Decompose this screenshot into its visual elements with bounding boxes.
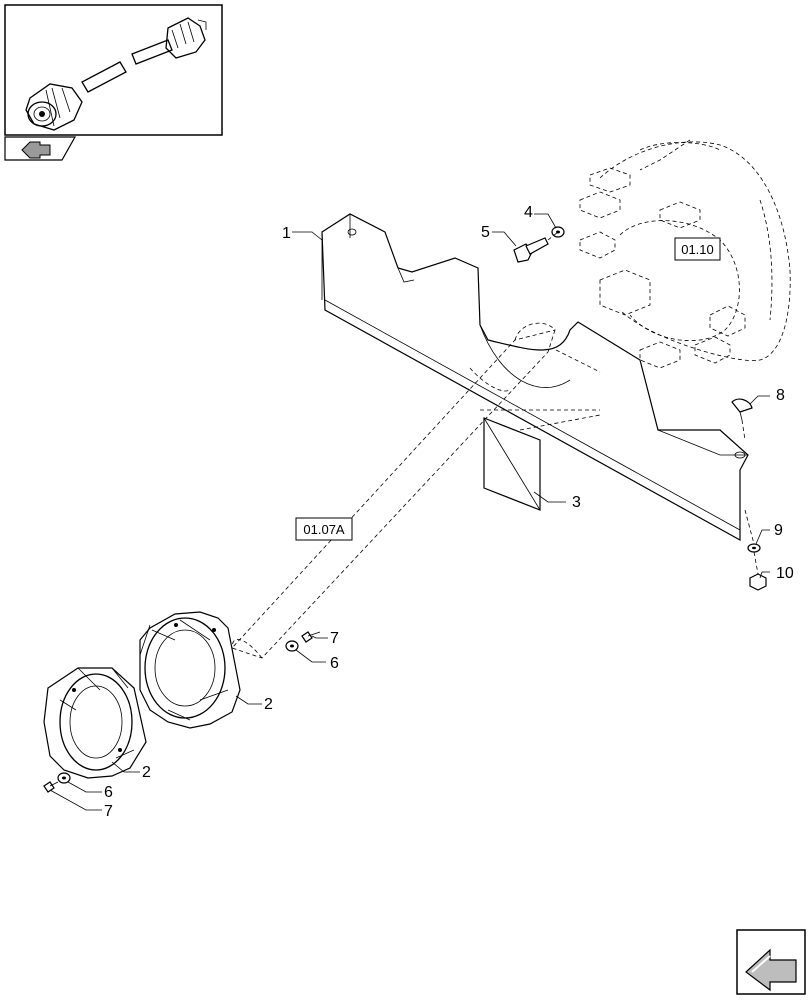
decal-part-3 (483, 417, 541, 511)
hub-flange-assembly (579, 139, 791, 369)
reference-box-0110[interactable]: 01.10 (674, 237, 721, 261)
callout-2-upper: 2 (264, 696, 273, 713)
callout-7-lower: 7 (104, 803, 113, 820)
nut-part-10 (749, 551, 767, 591)
callout-6-lower: 6 (104, 784, 113, 801)
washer-part-6-lower (57, 772, 71, 784)
drive-shaft-tube (231, 322, 601, 659)
shield-plate-part-1 (321, 213, 749, 542)
leader-lines (49, 213, 770, 811)
callout-9: 9 (774, 522, 783, 539)
callout-5: 5 (481, 224, 490, 241)
callout-3: 3 (572, 494, 581, 511)
driveshaft-thumbnail-icon (25, 17, 207, 131)
callout-8: 8 (776, 387, 785, 404)
prev-page-arrow-icon[interactable] (4, 136, 77, 161)
callout-6-upper: 6 (330, 655, 339, 672)
bolt-part-5 (513, 231, 559, 263)
callout-2-lower: 2 (142, 764, 151, 781)
screw-part-7-lower (43, 781, 59, 793)
screw-part-7-upper (301, 631, 321, 643)
callout-4: 4 (524, 204, 533, 221)
thumbnail-panel[interactable] (4, 4, 223, 136)
washer-part-6-upper (285, 640, 299, 652)
boot-part-2-lower (43, 667, 147, 779)
callout-7-upper: 7 (330, 630, 339, 647)
next-page-arrow-icon[interactable] (736, 929, 806, 995)
bolt-part-8 (731, 398, 753, 441)
reference-label-0110: 01.10 (681, 242, 714, 257)
callouts: 1 4 5 8 9 10 3 2 2 7 6 6 7 (104, 204, 794, 820)
callout-10: 10 (776, 565, 794, 582)
reference-box-0107a[interactable]: 01.07A (295, 517, 353, 541)
boot-part-2-upper (139, 611, 241, 729)
reference-label-0107a: 01.07A (303, 522, 345, 537)
washer-part-9 (744, 509, 761, 553)
callout-1: 1 (282, 225, 291, 242)
